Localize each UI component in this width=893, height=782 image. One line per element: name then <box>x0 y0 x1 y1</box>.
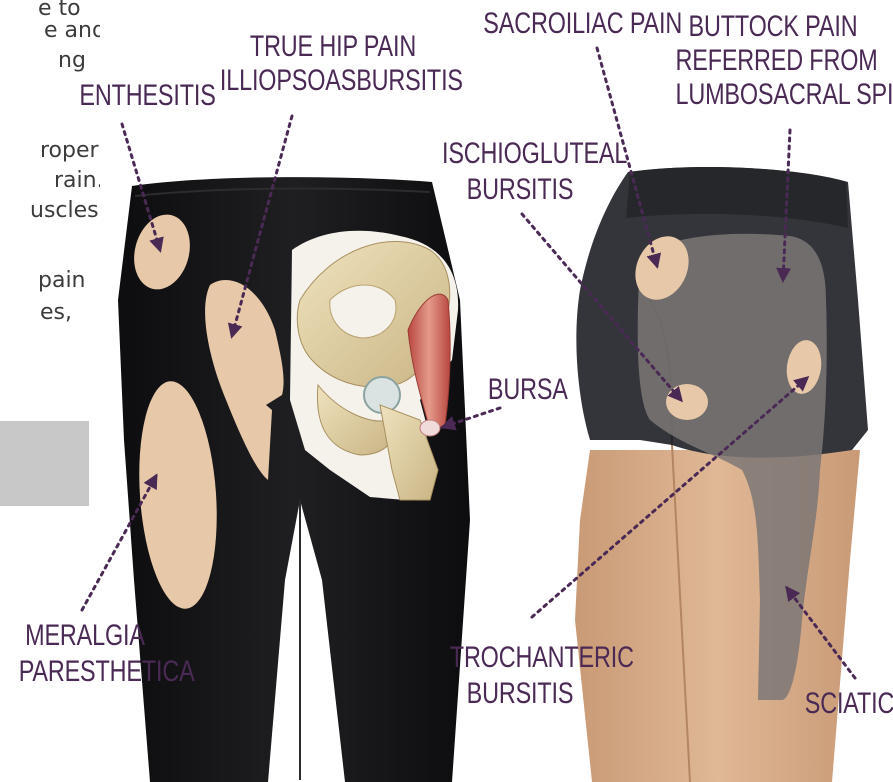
label-buttock-pain: BUTTOCK PAIN REFERRED FROM LUMBOSACRAL S… <box>676 10 871 112</box>
label-line: ISCHIOGLUTEAL <box>442 136 598 172</box>
label-enthesitis: ENTHESITIS <box>79 82 188 110</box>
label-line: SCIATICA <box>805 690 893 718</box>
label-line: BURSITIS <box>442 172 598 208</box>
label-line: MERALGIA <box>19 618 152 654</box>
label-line: TRUE HIP PAIN <box>220 30 446 64</box>
label-line: PARESTHETICA <box>19 654 152 690</box>
label-true-hip-pain: TRUE HIP PAIN ILLIOPSOASBURSITIS <box>220 30 446 98</box>
label-line: BUTTOCK PAIN <box>676 10 871 44</box>
label-line: BURSITIS <box>450 676 590 712</box>
label-sacroiliac-pain: SACROILIAC PAIN <box>483 10 662 38</box>
label-trochanteric-bursitis: TROCHANTERIC BURSITIS <box>450 640 590 712</box>
label-bursa: BURSA <box>488 376 558 404</box>
label-line: TROCHANTERIC <box>450 640 590 676</box>
label-ischiogluteal-bursitis: ISCHIOGLUTEAL BURSITIS <box>442 136 598 208</box>
label-line: SACROILIAC PAIN <box>483 10 662 38</box>
label-line: REFERRED FROM <box>676 44 871 78</box>
label-line: ENTHESITIS <box>79 82 188 110</box>
label-line: ILLIOPSOASBURSITIS <box>220 64 446 98</box>
label-line: BURSA <box>488 376 558 404</box>
label-sciatica: SCIATICA <box>805 690 893 718</box>
label-line: LUMBOSACRAL SPINE <box>676 78 871 112</box>
label-meralgia-paresthetica: MERALGIA PARESTHETICA <box>19 618 152 690</box>
